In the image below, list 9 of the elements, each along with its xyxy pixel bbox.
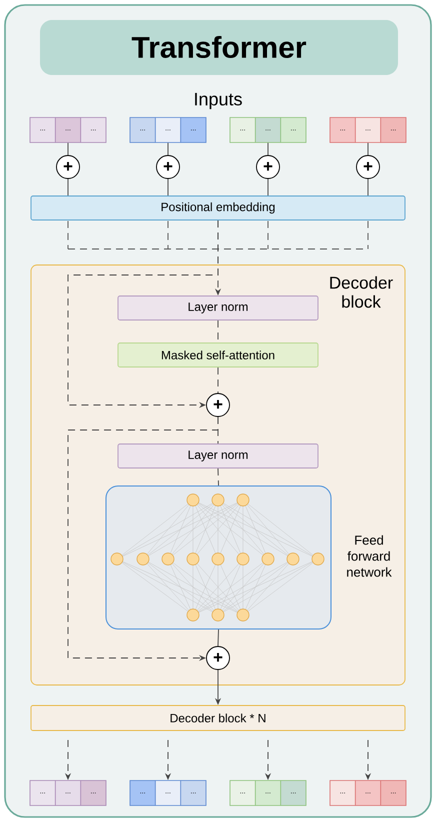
title-banner: Transformer <box>40 20 398 75</box>
layer-box: Masked self-attention <box>118 342 318 368</box>
dashed-connector <box>68 220 368 250</box>
decoder-stack-bar: Decoder block * N <box>30 705 406 731</box>
layer-box: Layer norm <box>118 296 318 320</box>
node-caption: Feed forward network <box>347 535 392 577</box>
embedding-bar: Positional embedding <box>30 196 406 220</box>
section-heading: Inputs <box>195 92 242 110</box>
layer-box: Layer norm <box>118 444 318 468</box>
